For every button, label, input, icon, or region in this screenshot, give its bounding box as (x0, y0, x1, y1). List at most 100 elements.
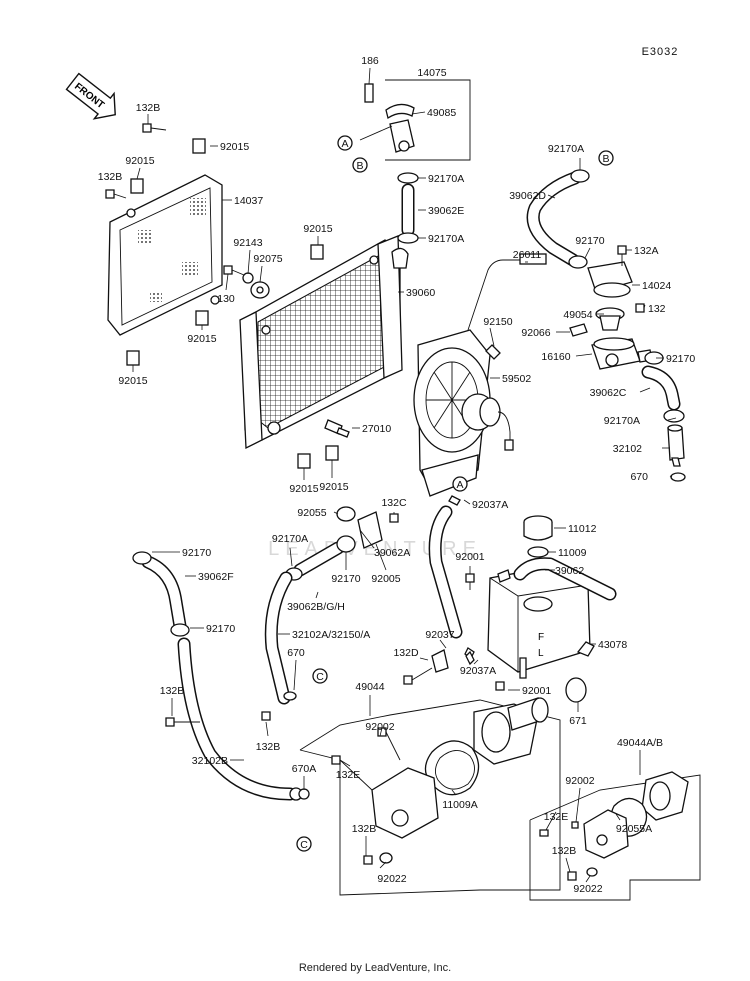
svg-text:F: F (538, 632, 544, 643)
label-39062f: 39062F (198, 571, 234, 583)
radiator (239, 235, 409, 450)
pump-ab-bracket (529, 774, 701, 901)
label-49085: 49085 (427, 107, 456, 119)
callout-c-1: C (316, 671, 324, 683)
hose-39062 (513, 557, 617, 601)
elbow-hose (285, 506, 399, 581)
water-pump (473, 697, 549, 765)
label-92075: 92075 (253, 253, 282, 265)
bolt-92001 (465, 573, 505, 691)
label-132: 132 (648, 303, 666, 315)
label-132e-2: 132E (544, 811, 569, 823)
mount-bushings (223, 265, 270, 299)
label-49044: 49044 (355, 681, 384, 693)
label-92170-1: 92170 (575, 235, 604, 247)
pipe-32102a (261, 571, 297, 721)
pump-cover (331, 727, 439, 865)
label-92055: 92055 (297, 507, 326, 519)
label-92015-4: 92015 (187, 333, 216, 345)
callout-a-2: A (456, 479, 463, 491)
label-32102b: 32102B (192, 755, 228, 767)
label-59502: 59502 (502, 373, 531, 385)
label-39062: 39062 (555, 565, 584, 577)
label-92037a-1: 92037A (472, 499, 508, 511)
water-pump-ab (539, 771, 689, 881)
label-39060: 39060 (406, 287, 435, 299)
label-92001-1: 92001 (455, 551, 484, 563)
label-92066: 92066 (521, 327, 550, 339)
label-11009: 11009 (558, 547, 587, 559)
drawing-code: E3032 (642, 46, 679, 58)
label-39062d: 39062D (509, 190, 546, 202)
label-132c: 132C (381, 497, 407, 509)
thermostat-body (591, 337, 653, 370)
label-92170a-5: 92170A (272, 533, 308, 545)
hose-39062f (132, 551, 190, 637)
label-132b-3: 132B (160, 685, 185, 697)
temperature-switch (324, 419, 350, 438)
label-32102: 32102 (613, 443, 642, 455)
label-92170-5: 92170 (206, 623, 235, 635)
label-39062a: 39062A (374, 547, 410, 559)
label-39062bgh: 39062B/G/H (287, 601, 345, 613)
label-49054: 49054 (563, 309, 592, 321)
label-670-2: 670 (287, 647, 305, 659)
label-27010: 27010 (362, 423, 391, 435)
label-92037a-2: 92037A (460, 665, 496, 677)
label-32102a: 32102A/32150/A (292, 629, 370, 641)
bolt-132b-shroud (105, 123, 167, 199)
label-92170a-3: 92170A (548, 143, 584, 155)
label-132b-5: 132B (352, 823, 377, 835)
label-92015-5: 92015 (118, 375, 147, 387)
label-132b-4: 132B (256, 741, 281, 753)
wiring-connector (485, 344, 501, 360)
radiator-shroud (107, 174, 223, 336)
label-186: 186 (361, 55, 379, 67)
label-92170a-1: 92170A (428, 173, 464, 185)
label-670-1: 670 (630, 471, 648, 483)
label-132b-2: 132B (98, 171, 123, 183)
label-39062e: 39062E (428, 205, 464, 217)
label-92037: 92037 (425, 629, 454, 641)
label-92170a-2: 92170A (428, 233, 464, 245)
pump-gasket (424, 740, 480, 796)
callout-a-1: A (341, 138, 348, 150)
gasket-671 (565, 677, 587, 703)
label-49044ab: 49044A/B (617, 737, 663, 749)
label-132b-1: 132B (136, 102, 161, 114)
label-92002-1: 92002 (365, 721, 394, 733)
callout-c-2: C (300, 839, 308, 851)
label-26011: 26011 (513, 249, 542, 261)
label-92001-2: 92001 (522, 685, 551, 697)
reserve-tank-cap (523, 515, 553, 558)
reserve-tank: F L (487, 564, 595, 679)
filler-neck (359, 83, 415, 153)
label-14075: 14075 (417, 67, 446, 79)
sensor-92066 (569, 323, 588, 337)
label-92015-7: 92015 (319, 481, 348, 493)
label-92055a: 92055A (616, 823, 652, 835)
label-92022-1: 92022 (377, 873, 406, 885)
leader-lines (132, 67, 677, 883)
pipe-32102b (165, 637, 310, 801)
cooling-fan (413, 253, 547, 497)
clip-92015-group (126, 138, 339, 469)
label-92150: 92150 (483, 316, 512, 328)
label-92170a-4: 92170A (604, 415, 640, 427)
label-43078: 43078 (598, 639, 627, 651)
front-arrow-icon: FRONT (65, 72, 116, 120)
label-132a: 132A (634, 245, 659, 257)
label-132e-1: 132E (336, 769, 361, 781)
label-92015-6: 92015 (289, 483, 318, 495)
thermostat-housing (587, 245, 645, 313)
label-14037: 14037 (234, 195, 263, 207)
label-39062c: 39062C (590, 387, 627, 399)
label-92022-2: 92022 (573, 883, 602, 895)
pump-group-bracket (299, 699, 561, 896)
hose-39062e (397, 172, 419, 244)
label-92015-2: 92015 (125, 155, 154, 167)
thermostat (595, 307, 625, 331)
footer-credit: Rendered by LeadVenture, Inc. (298, 962, 452, 974)
callout-markers: A B B A C C (296, 135, 614, 852)
